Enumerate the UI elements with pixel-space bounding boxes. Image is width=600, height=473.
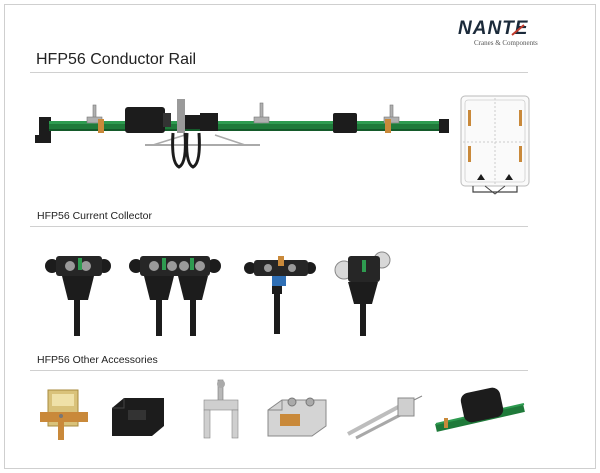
brand-logo: NANTE Cranes & Components	[458, 18, 568, 48]
anchor-clamp-accessory-image	[267, 397, 327, 437]
title-divider	[30, 72, 528, 73]
rail-hanger-accessory-image	[203, 379, 239, 439]
rail-cross-section-diagram	[460, 95, 530, 195]
section-heading-other-accessories: HFP56 Other Accessories	[37, 354, 158, 366]
single-current-collector-image	[45, 256, 111, 336]
rail-joint-accessory-image	[40, 389, 88, 440]
current-collector-divider	[30, 226, 528, 227]
double-current-collector-image	[129, 256, 221, 336]
conductor-rail-illustration	[35, 99, 449, 169]
other-accessories-divider	[30, 370, 528, 371]
mounting-bracket-accessory-image	[347, 395, 423, 440]
logo-swoosh-icon	[511, 24, 525, 36]
end-cap-accessory-image	[112, 398, 164, 436]
power-feed-accessory-image	[435, 387, 525, 432]
current-collector-blue-image	[244, 256, 316, 334]
section-heading-current-collector: HFP56 Current Collector	[37, 210, 152, 222]
brand-tagline: Cranes & Components	[474, 39, 538, 47]
page-title: HFP56 Conductor Rail	[36, 51, 197, 68]
current-collector-silver-wheel-image	[334, 251, 391, 336]
brand-name: NANTE	[458, 18, 529, 39]
